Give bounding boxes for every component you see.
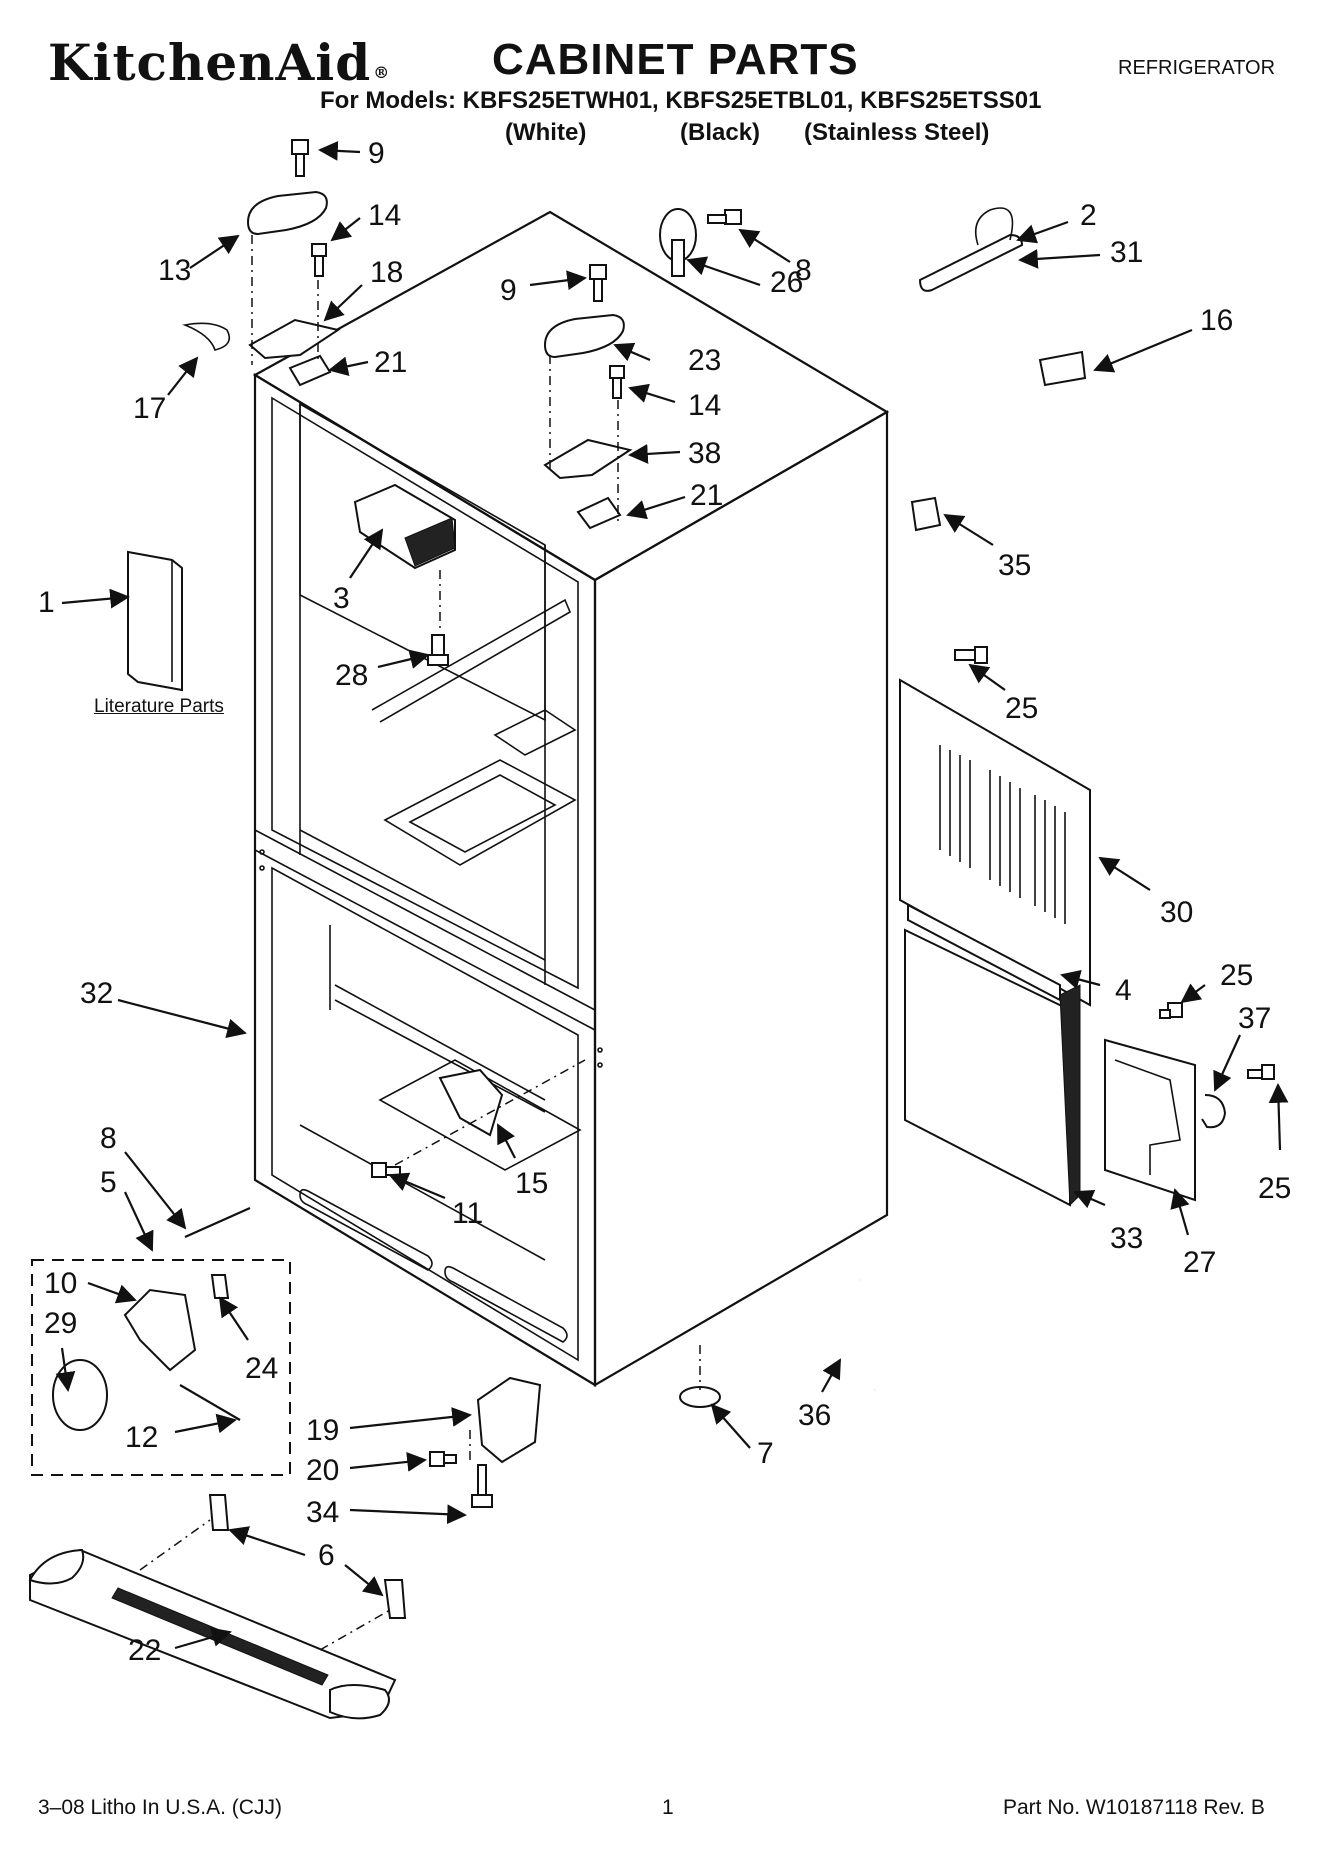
callout-30: 30 bbox=[1160, 896, 1193, 929]
leader-arrows bbox=[55, 141, 1289, 1650]
brand-logo: KitchenAid® bbox=[48, 38, 390, 88]
callout-14-center: 14 bbox=[688, 389, 721, 422]
variant-black: (Black) bbox=[680, 119, 761, 146]
callout-15: 15 bbox=[515, 1167, 548, 1200]
callout-6: 6 bbox=[318, 1539, 335, 1572]
callout-10: 10 bbox=[44, 1267, 77, 1300]
callout-16: 16 bbox=[1200, 304, 1233, 337]
literature-book bbox=[127, 550, 183, 692]
callout-8-lower: 8 bbox=[100, 1122, 117, 1155]
hardware-parts bbox=[28, 139, 1275, 1720]
callout-35: 35 bbox=[998, 549, 1031, 582]
models-line: For Models: KBFS25ETWH01, KBFS25ETBL01, … bbox=[320, 87, 1042, 114]
callout-25-right: 25 bbox=[1258, 1172, 1291, 1205]
callout-27: 27 bbox=[1183, 1246, 1216, 1279]
callout-3: 3 bbox=[333, 582, 350, 615]
literature-parts-label: Literature Parts bbox=[94, 696, 224, 717]
variant-white: (White) bbox=[505, 119, 587, 146]
callout-21-center: 21 bbox=[690, 479, 723, 512]
callout-12: 12 bbox=[125, 1421, 158, 1454]
category-label: REFRIGERATOR bbox=[1118, 57, 1276, 79]
variant-stainless: (Stainless Steel) bbox=[804, 119, 990, 146]
callout-20: 20 bbox=[306, 1454, 339, 1487]
callout-19: 19 bbox=[306, 1414, 339, 1447]
page-title: CABINET PARTS bbox=[492, 35, 859, 84]
callout-23: 23 bbox=[688, 344, 721, 377]
callout-29: 29 bbox=[44, 1307, 77, 1340]
callout-18: 18 bbox=[370, 256, 403, 289]
callout-7: 7 bbox=[757, 1437, 774, 1470]
registered-mark: ® bbox=[373, 63, 391, 82]
callout-25-mid: 25 bbox=[1220, 959, 1253, 992]
callout-37: 37 bbox=[1238, 1002, 1271, 1035]
callout-2: 2 bbox=[1080, 199, 1097, 232]
callout-5: 5 bbox=[100, 1166, 117, 1199]
callout-17: 17 bbox=[133, 392, 166, 425]
callout-26: 26 bbox=[770, 266, 803, 299]
callout-32: 32 bbox=[80, 977, 113, 1010]
callout-22: 22 bbox=[128, 1634, 161, 1667]
callout-9-top: 9 bbox=[368, 137, 385, 170]
assembly-dash-lines bbox=[139, 235, 701, 1651]
callout-34: 34 bbox=[306, 1496, 339, 1529]
callout-11: 11 bbox=[452, 1197, 483, 1230]
callout-36: 36 bbox=[798, 1399, 831, 1432]
callout-labels: 9 14 13 18 17 21 9 23 14 38 21 8 26 2 31… bbox=[38, 137, 1291, 1667]
footer-print-info: 3–08 Litho In U.S.A. (CJJ) bbox=[38, 1796, 282, 1819]
callout-21-top: 21 bbox=[374, 346, 407, 379]
callout-9-center: 9 bbox=[500, 274, 517, 307]
footer-part-number: Part No. W10187118 Rev. B bbox=[1003, 1796, 1265, 1819]
callout-25-upper: 25 bbox=[1005, 692, 1038, 725]
callout-13: 13 bbox=[158, 254, 191, 287]
callout-24: 24 bbox=[245, 1352, 278, 1385]
callout-14-top: 14 bbox=[368, 199, 401, 232]
callout-8-top: 8 bbox=[795, 254, 812, 287]
callout-31: 31 bbox=[1110, 236, 1143, 269]
cabinet-body bbox=[252, 210, 890, 1387]
footer-page-number: 1 bbox=[662, 1796, 674, 1819]
knob-assembly-box bbox=[31, 1259, 291, 1476]
callout-28: 28 bbox=[335, 659, 368, 692]
callout-33: 33 bbox=[1110, 1222, 1143, 1255]
callout-4: 4 bbox=[1115, 974, 1132, 1007]
brand-name: KitchenAid bbox=[48, 33, 372, 92]
callout-1: 1 bbox=[38, 586, 55, 619]
callout-38: 38 bbox=[688, 437, 721, 470]
